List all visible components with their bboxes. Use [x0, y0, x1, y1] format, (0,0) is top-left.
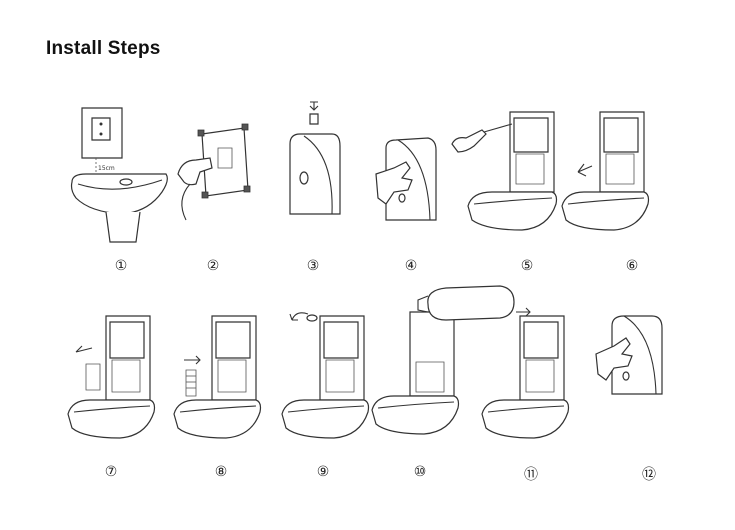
remove-part-icon — [560, 100, 670, 240]
step-3-number: ③ — [306, 258, 320, 274]
step-4-number: ④ — [404, 258, 418, 274]
step-2-number: ② — [206, 258, 220, 274]
insert-batteries-icon — [62, 312, 162, 442]
step-12-number: ⑫ — [642, 467, 656, 483]
step-12 — [594, 306, 674, 406]
step-5 — [452, 100, 562, 240]
step-10-number: ⑩ — [413, 464, 427, 480]
step-1-number: ① — [114, 258, 128, 274]
insert-bottle-icon — [370, 282, 520, 442]
drill-holes-icon — [172, 120, 262, 230]
attach-pump-icon — [480, 306, 580, 442]
wall-mount-template-icon: 15cm — [66, 100, 176, 250]
step-2 — [172, 120, 262, 230]
step-4 — [372, 128, 444, 228]
page-title: Install Steps — [46, 38, 161, 59]
screwdriver-icon — [452, 100, 562, 240]
step-3 — [280, 96, 350, 226]
step-10 — [370, 282, 520, 442]
step-8-number: ⑧ — [214, 464, 228, 480]
remove-cap-icon — [278, 306, 378, 442]
step-6 — [560, 100, 670, 240]
open-cover-icon — [372, 128, 444, 228]
step-9-number: ⑨ — [316, 464, 330, 480]
step-9 — [278, 306, 378, 442]
step-11 — [480, 306, 580, 442]
step-8 — [172, 312, 272, 442]
close-cover-icon — [594, 306, 674, 406]
step-7-number: ⑦ — [104, 464, 118, 480]
step-1: 15cm — [66, 100, 176, 250]
svg-text:15cm: 15cm — [98, 165, 115, 172]
step-7 — [62, 312, 162, 442]
battery-pack-icon — [172, 312, 272, 442]
step-6-number: ⑥ — [625, 258, 639, 274]
step-5-number: ⑤ — [520, 258, 534, 274]
step-11-number: ⑪ — [524, 467, 538, 483]
hang-dispenser-icon — [280, 96, 350, 226]
